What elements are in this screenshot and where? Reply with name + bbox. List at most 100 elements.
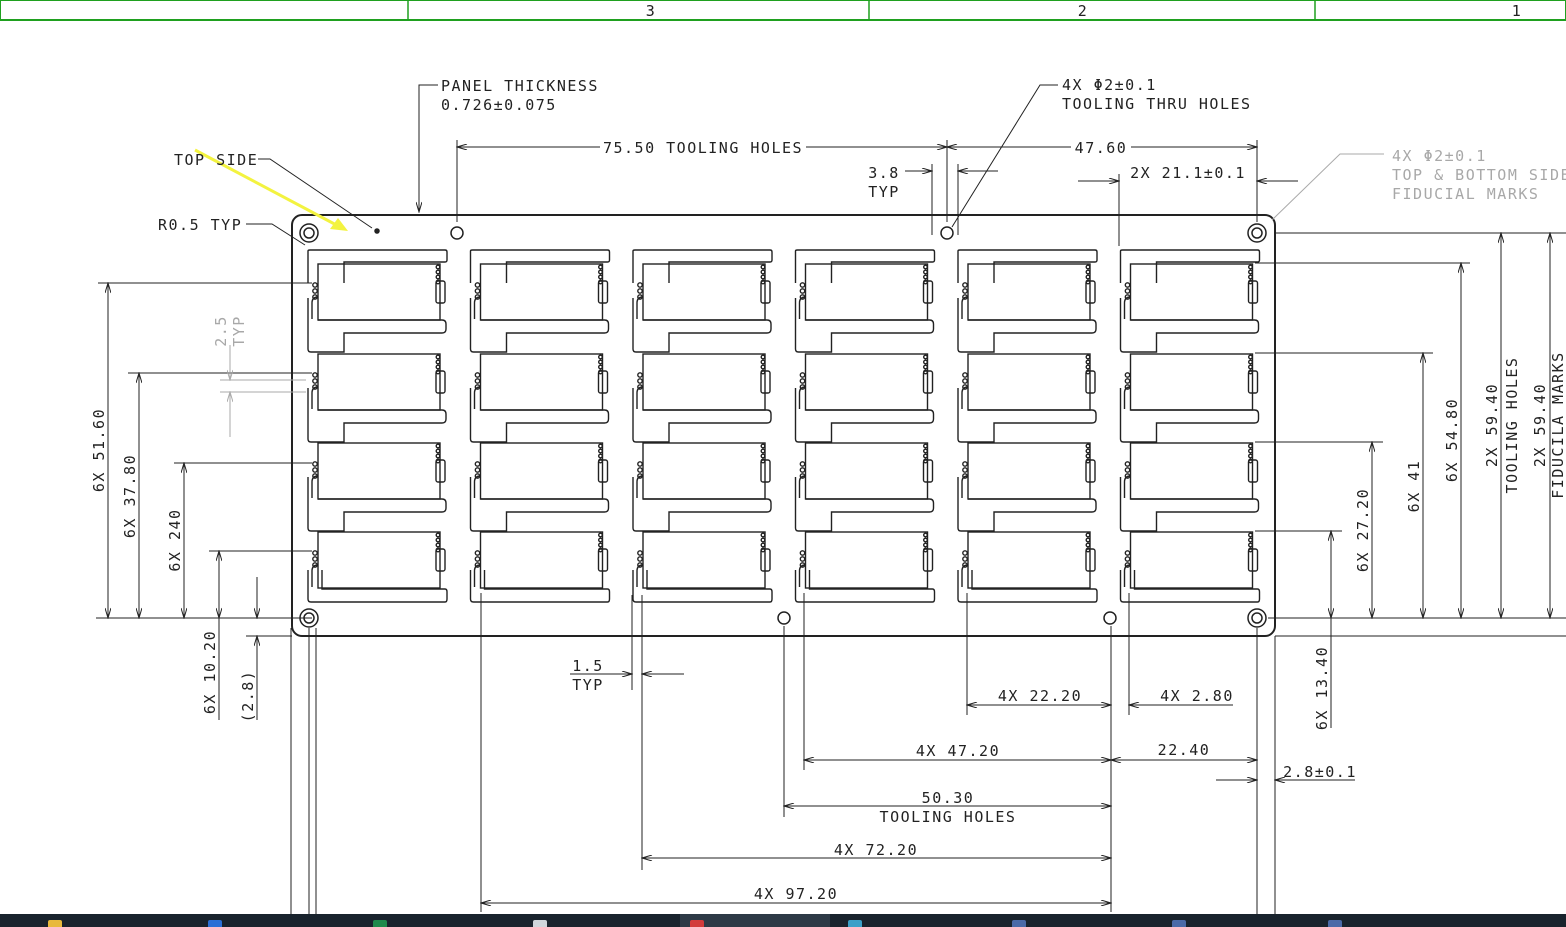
dim-2-80: 4X 2.80 [1160,687,1234,705]
board-pin [923,542,929,548]
board-pin [1247,443,1253,449]
board-pin [1124,282,1131,288]
taskbar-app-3[interactable] [1320,914,1470,927]
board-notch [798,475,806,498]
dim-50-30: 50.30 [922,789,975,807]
dim-59-40-fiducial: 2X 59.40 [1531,383,1549,467]
board-connector [317,442,441,500]
bottom-dimensions [290,593,1355,914]
board-pad [435,370,446,394]
dim-47-60: 47.60 [1075,139,1128,157]
board-top-tab [957,249,1098,283]
dim-240: 6X 240 [166,508,184,571]
taskbar-explorer[interactable] [30,914,180,927]
board-pin [1247,264,1253,270]
board-notch [473,296,481,319]
board-connector [804,353,929,411]
board-pin [799,288,806,294]
board-pad [922,280,934,304]
board-pin [598,537,604,543]
fiducial-mark [1247,223,1267,243]
board-notch [636,475,644,498]
board-bottom-tab [307,570,448,603]
board-pin [474,372,481,378]
board-pin [598,354,604,360]
dim-2-8-fid: 2.8±0.1 [1283,763,1357,781]
dim-97-20: 4X 97.20 [754,885,838,903]
zone-label-2: 2 [1078,2,1089,20]
board-pin [637,556,643,562]
taskbar-excel[interactable] [355,914,505,927]
board-pin [962,288,968,294]
board-pin [923,364,929,370]
board-pin [435,453,441,459]
tooling-hole [940,226,954,240]
board-pin [312,378,318,384]
board-rail [307,477,447,532]
top-side-label: TOP SIDE [174,151,258,169]
taskbar-outlook[interactable] [190,914,340,927]
board-pin [1085,269,1091,275]
board-pin [1085,274,1091,280]
highlight-arrow [194,148,348,231]
taskbar-pdf[interactable] [680,914,830,927]
board-pin [1085,453,1091,459]
board-pin [1247,542,1253,548]
board-notch [1123,475,1131,498]
fiducial-note-2: TOP & BOTTOM SIDE [1392,166,1566,184]
dim-59-40-tooling-label: TOOLING HOLES [1503,357,1521,494]
dim-37-80: 6X 37.80 [121,454,139,538]
tooling-hole-note: 4X Φ2±0.1 [1062,76,1157,94]
board-pin [760,443,766,449]
board-rail [632,477,772,532]
board-pin [474,550,481,556]
board-pin [799,556,806,562]
board-pad [1247,280,1259,304]
board-notch [636,296,644,319]
board-pad [922,370,934,394]
zone-strip: 3 2 1 [0,0,1566,21]
fiducial-mark-inner [303,227,315,239]
board-pin [923,274,929,280]
outlook-icon [208,920,222,927]
board-pin [1247,532,1253,538]
board-pin [312,467,318,473]
board-pin [474,282,481,288]
board-pin [435,448,441,454]
board-pin [760,537,766,543]
dim-1-5: 1.5 [572,657,604,675]
board-connector [967,442,1091,500]
dim-22-20: 4X 22.20 [998,687,1082,705]
board-rail [794,298,935,353]
board-notch [961,296,969,319]
board-pin [598,269,604,275]
board-pin [760,532,766,538]
board-pin [474,288,481,294]
dim-27-20: 6X 27.20 [1354,488,1372,572]
board-pin [435,269,441,275]
taskbar-app-2[interactable] [1160,914,1310,927]
board-pin [1247,537,1253,543]
board-rail [794,388,935,443]
excel-icon [373,920,387,927]
board-pad [435,280,446,304]
taskbar-app-1[interactable] [1000,914,1150,927]
board-pin [598,274,604,280]
explorer-icon [48,920,62,927]
taskbar-word[interactable] [515,914,665,927]
board-rail [957,477,1097,532]
board-connector [317,531,441,589]
board-pin [760,354,766,360]
board-pin [799,378,806,384]
board-pin [435,537,441,543]
board-notch [1123,296,1131,319]
board-connector [1129,263,1254,321]
board-pin [962,378,968,384]
board-pin [962,467,968,473]
board-pin [760,448,766,454]
board-top-tab [469,249,611,283]
board-rail [307,388,447,443]
board-pin [923,537,929,543]
board-connector [317,353,441,411]
taskbar-browser[interactable] [840,914,990,927]
